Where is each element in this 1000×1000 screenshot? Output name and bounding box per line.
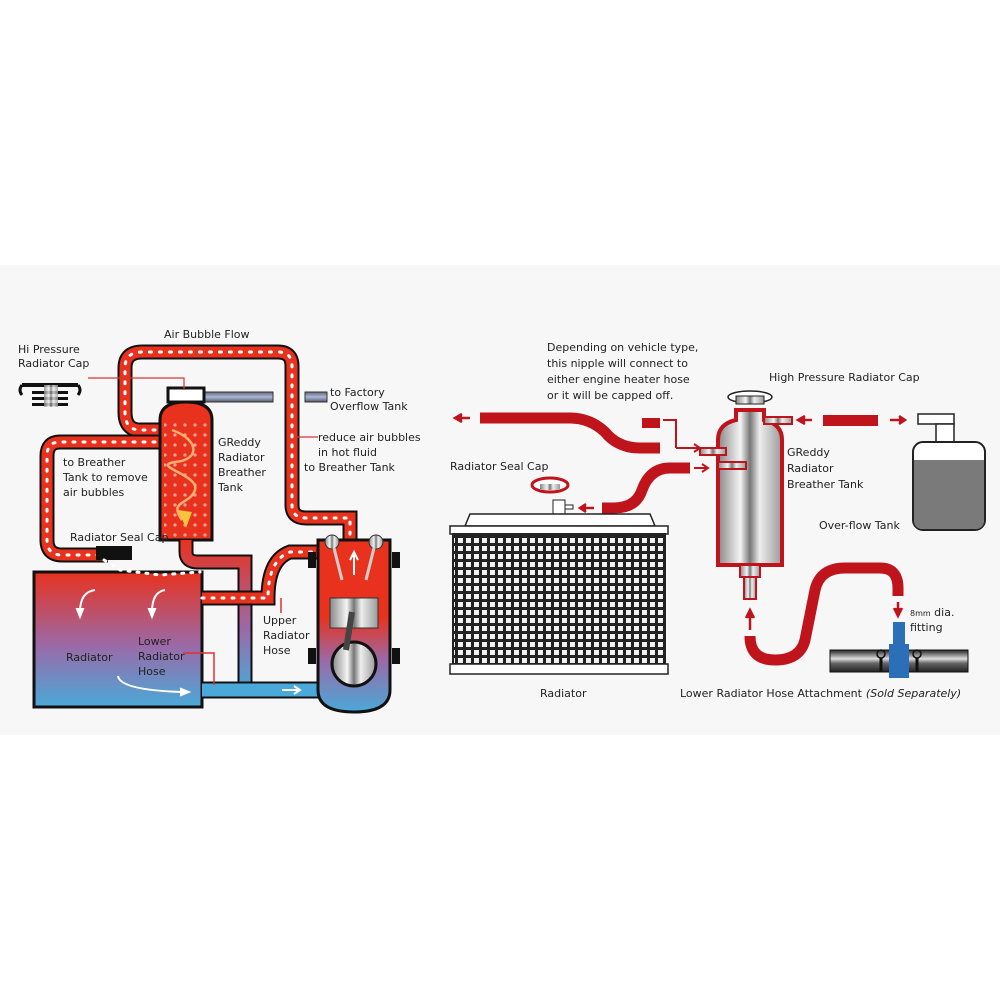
left-radiator	[32, 546, 204, 709]
fitting-label: 8mm dia.fitting	[910, 606, 954, 634]
nipple-note: Depending on vehicle type,this nipple wi…	[547, 341, 698, 402]
lower-loop-hose	[744, 562, 904, 666]
left-breather-tank	[158, 386, 214, 542]
breather-return-hose	[39, 434, 167, 563]
right-seal-cap-label: Radiator Seal Cap	[450, 460, 548, 473]
high-pressure-cap-label: High Pressure Radiator Cap	[769, 371, 920, 384]
air-bubble-flow-title: Air Bubble Flow	[164, 328, 250, 341]
left-seal-cap-label: Radiator Seal Cap	[70, 531, 168, 544]
engine	[308, 534, 400, 714]
left-radiator-label: Radiator	[66, 651, 113, 664]
seal-cap-hose	[602, 462, 690, 514]
right-diagram: Depending on vehicle type,this nipple wi…	[449, 341, 986, 700]
heater-hose	[480, 412, 660, 454]
fitting-8mm	[893, 622, 905, 646]
hi-pressure-cap-icon	[18, 383, 82, 407]
right-radiator	[449, 513, 669, 675]
lower-hose-leader	[183, 652, 215, 685]
lower-hose-attachment-label: Lower Radiator Hose Attachment(Sold Sepa…	[680, 687, 961, 700]
right-radiator-label: Radiator	[540, 687, 587, 700]
overflow-hose	[823, 415, 878, 426]
right-breather-tank	[699, 390, 793, 600]
overflow-tank-label: Over-flow Tank	[819, 519, 900, 532]
air-bubble-hose	[117, 344, 358, 542]
lower-hose-attachment	[829, 622, 969, 678]
hi-pressure-cap-leader	[88, 377, 185, 390]
factory-overflow-hose	[204, 391, 274, 403]
overflow-tank	[912, 413, 986, 531]
factory-overflow-stub	[304, 391, 328, 403]
cap-off-stub	[642, 418, 660, 428]
radiator-seal-cap-icon	[530, 476, 574, 515]
